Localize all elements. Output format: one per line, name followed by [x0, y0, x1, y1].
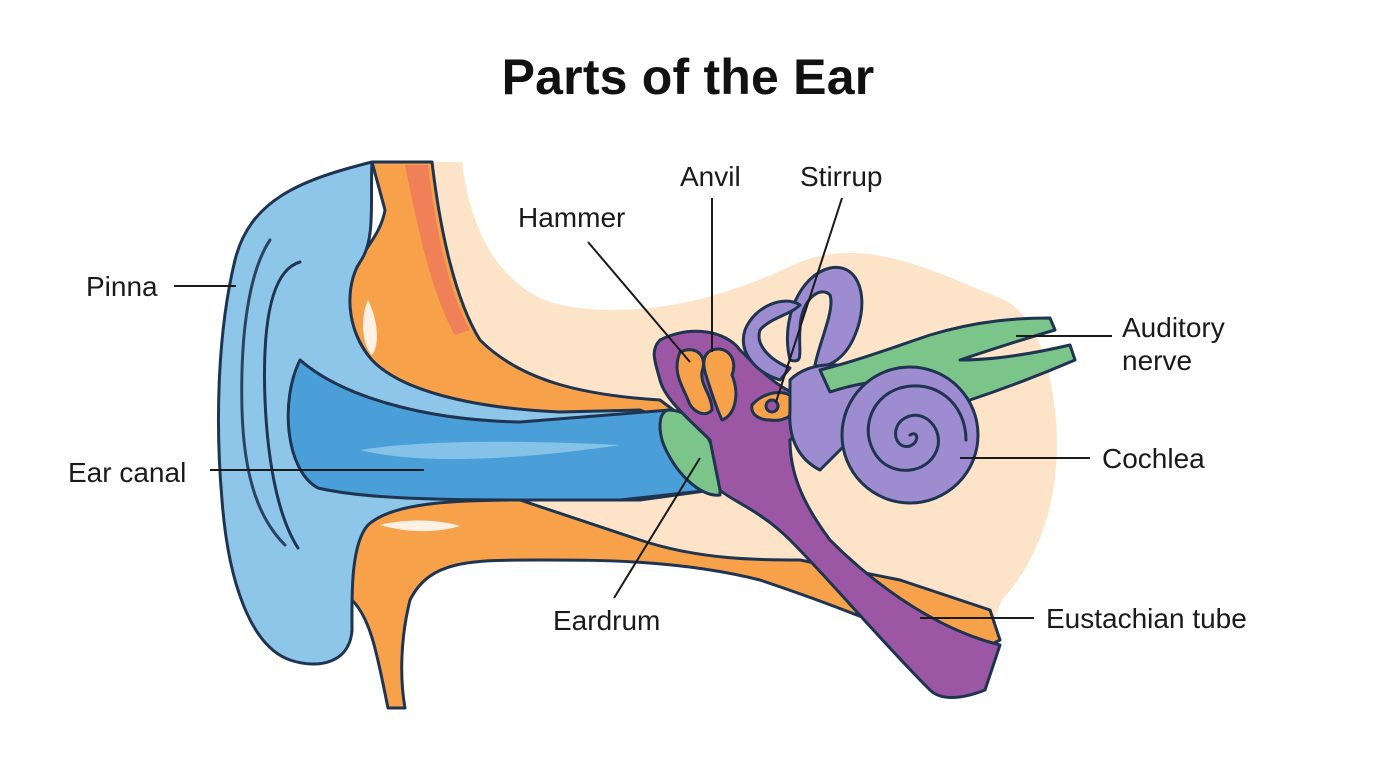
- pinna-helix-fold: [240, 238, 287, 547]
- upper-bone-stripe: [405, 165, 470, 335]
- anvil-bone: [702, 347, 738, 422]
- ear-canal-shape: [286, 358, 714, 502]
- pinna-inner-fold: [263, 260, 302, 550]
- stirrup-label: Stirrup: [800, 161, 882, 192]
- upper-bone-highlight: [363, 300, 377, 355]
- eardrum-leader: [613, 457, 701, 599]
- middle-ear-shape: [652, 329, 1002, 699]
- cochlea-spiral: [866, 384, 968, 472]
- semicircular-canal-loop: [742, 299, 802, 382]
- ear-canal-highlight: [360, 441, 620, 460]
- auditory-nerve-label-line1: Auditory: [1122, 312, 1225, 343]
- stirrup-leader: [775, 197, 843, 403]
- auditory-nerve-label-line2: nerve: [1122, 345, 1192, 376]
- anvil-label: Anvil: [680, 161, 741, 192]
- ear-canal-label: Ear canal: [68, 457, 186, 488]
- cochlea-label: Cochlea: [1102, 443, 1205, 474]
- pinna-shape: [216, 160, 714, 666]
- pinna-label: Pinna: [86, 271, 158, 302]
- eustachian-tube-label: Eustachian tube: [1046, 603, 1247, 634]
- lower-bone-highlight: [380, 520, 460, 532]
- eardrum-label: Eardrum: [553, 605, 660, 636]
- hammer-label: Hammer: [518, 202, 625, 233]
- page-title: Parts of the Ear: [501, 49, 875, 105]
- hammer-leader: [587, 241, 691, 363]
- stirrup-hole: [764, 398, 780, 414]
